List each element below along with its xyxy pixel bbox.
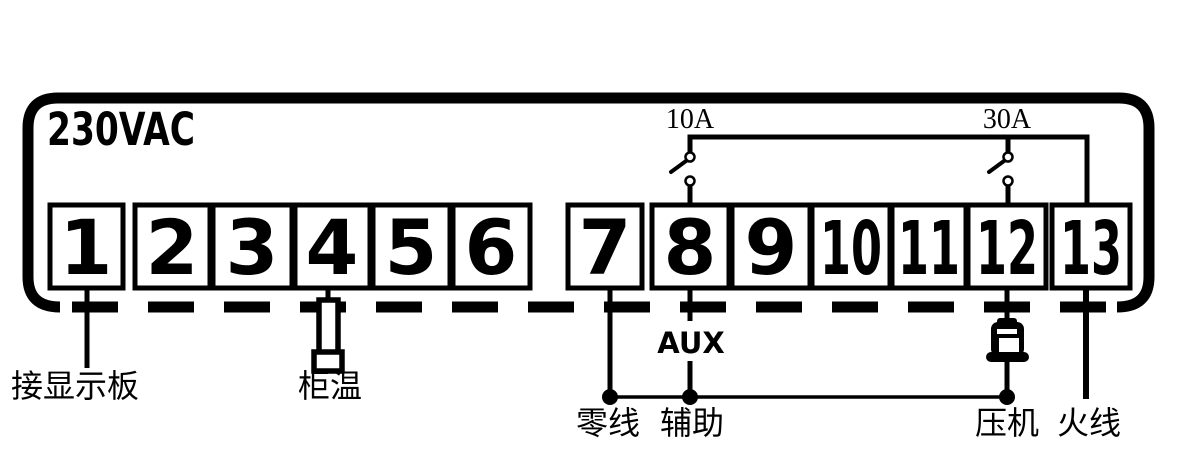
compressor-slit [997,329,1017,334]
voltage-label: 230VAC [47,103,195,156]
terminal-number-6: 6 [465,203,518,292]
terminal-number-9: 9 [745,203,798,292]
terminal-number-3: 3 [226,203,279,292]
live-label: 火线 [1057,405,1121,441]
temp-probe-tip [311,349,345,374]
display-board-label: 接显示板 [11,368,139,404]
terminal-number-5: 5 [385,203,438,292]
junction-dot-compressor [999,389,1015,405]
compressor-base [986,352,1029,362]
junction-dot-aux [682,389,698,405]
switch-10a-top-contact [684,151,696,163]
terminal-box-10 [809,202,893,291]
live-wire-rail [687,134,1090,205]
terminal-box-13 [1049,202,1133,291]
temp-probe-stem [316,297,341,359]
junction-dot-neutral [602,389,618,405]
terminal-number-12: 12 [976,206,1038,292]
terminal-box-3 [210,202,295,291]
fuse-30a-label: 30A [983,104,1032,135]
terminal-number-2: 2 [146,203,199,292]
switch-30a-blade [987,159,1006,174]
terminal-box-6 [450,202,533,291]
switch-10a-bottom-contact [684,175,696,187]
terminal-block-right: 7 8 9 10 11 12 13 [565,202,1133,292]
compressor-window [999,338,1019,353]
terminal-box-12 [965,202,1049,291]
fuse-10a-label: 10A [666,104,715,135]
compressor-label: 压机 [975,405,1039,441]
cabinet-temp-label: 柜温 [298,368,362,404]
aux-label: AUX [657,326,724,360]
terminal-number-8: 8 [664,203,717,292]
terminal-number-13: 13 [1060,206,1122,292]
terminal-box-11 [889,202,969,291]
controller-outline [22,92,1155,313]
terminal-box-4 [292,202,373,291]
terminal-box-5 [370,202,453,291]
terminal-number-4: 4 [306,203,359,292]
auxiliary-label: 辅助 [660,405,724,441]
temp-probe-icon [311,288,345,374]
terminal-number-10: 10 [820,206,882,292]
terminal-block-left: 1 2 3 4 5 6 [47,202,533,292]
switch-30a-top-contact [1002,151,1014,163]
terminal-box-7 [565,202,645,291]
terminal-box-2 [132,202,213,291]
switch-30a: 30A [983,104,1032,206]
neutral-label: 零线 [576,405,640,441]
switch-10a: 10A [666,104,715,206]
terminal-number-11: 11 [898,206,960,292]
switch-10a-blade [669,159,688,174]
switch-30a-bottom-contact [1002,175,1014,187]
compressor-icon [986,318,1029,362]
terminal-number-1: 1 [60,203,113,292]
terminal-number-7: 7 [579,203,632,292]
